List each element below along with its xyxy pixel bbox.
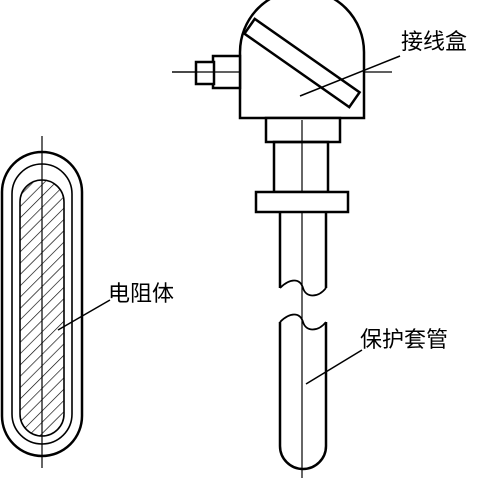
head-lower-block [264,116,342,144]
resistor-leader-line [57,299,111,331]
head-lid-band [242,17,362,109]
mounting-flange [254,190,350,214]
label-junction-box: 接线盒 [401,30,468,55]
resistor-element [0,136,84,468]
sleeve-upper-break [279,279,327,297]
sleeve-upper-tube [278,212,328,288]
junction-box [172,0,392,144]
resistor-outer-shell [0,150,84,458]
resistor-inner-shell [11,163,73,445]
sleeve-lower-tube [278,322,328,471]
label-protective-sleeve: 保护套管 [360,328,449,353]
junction-leader-line [299,55,401,97]
cable-gland-cap [194,60,216,86]
sleeve-lower-break [279,313,327,331]
label-resistor-body: 电阻体 [108,282,175,307]
resistor-hatched-core [19,179,65,437]
sleeve-leader-line [305,349,363,385]
protective-sleeve [254,120,350,478]
stem-upper [272,140,330,194]
